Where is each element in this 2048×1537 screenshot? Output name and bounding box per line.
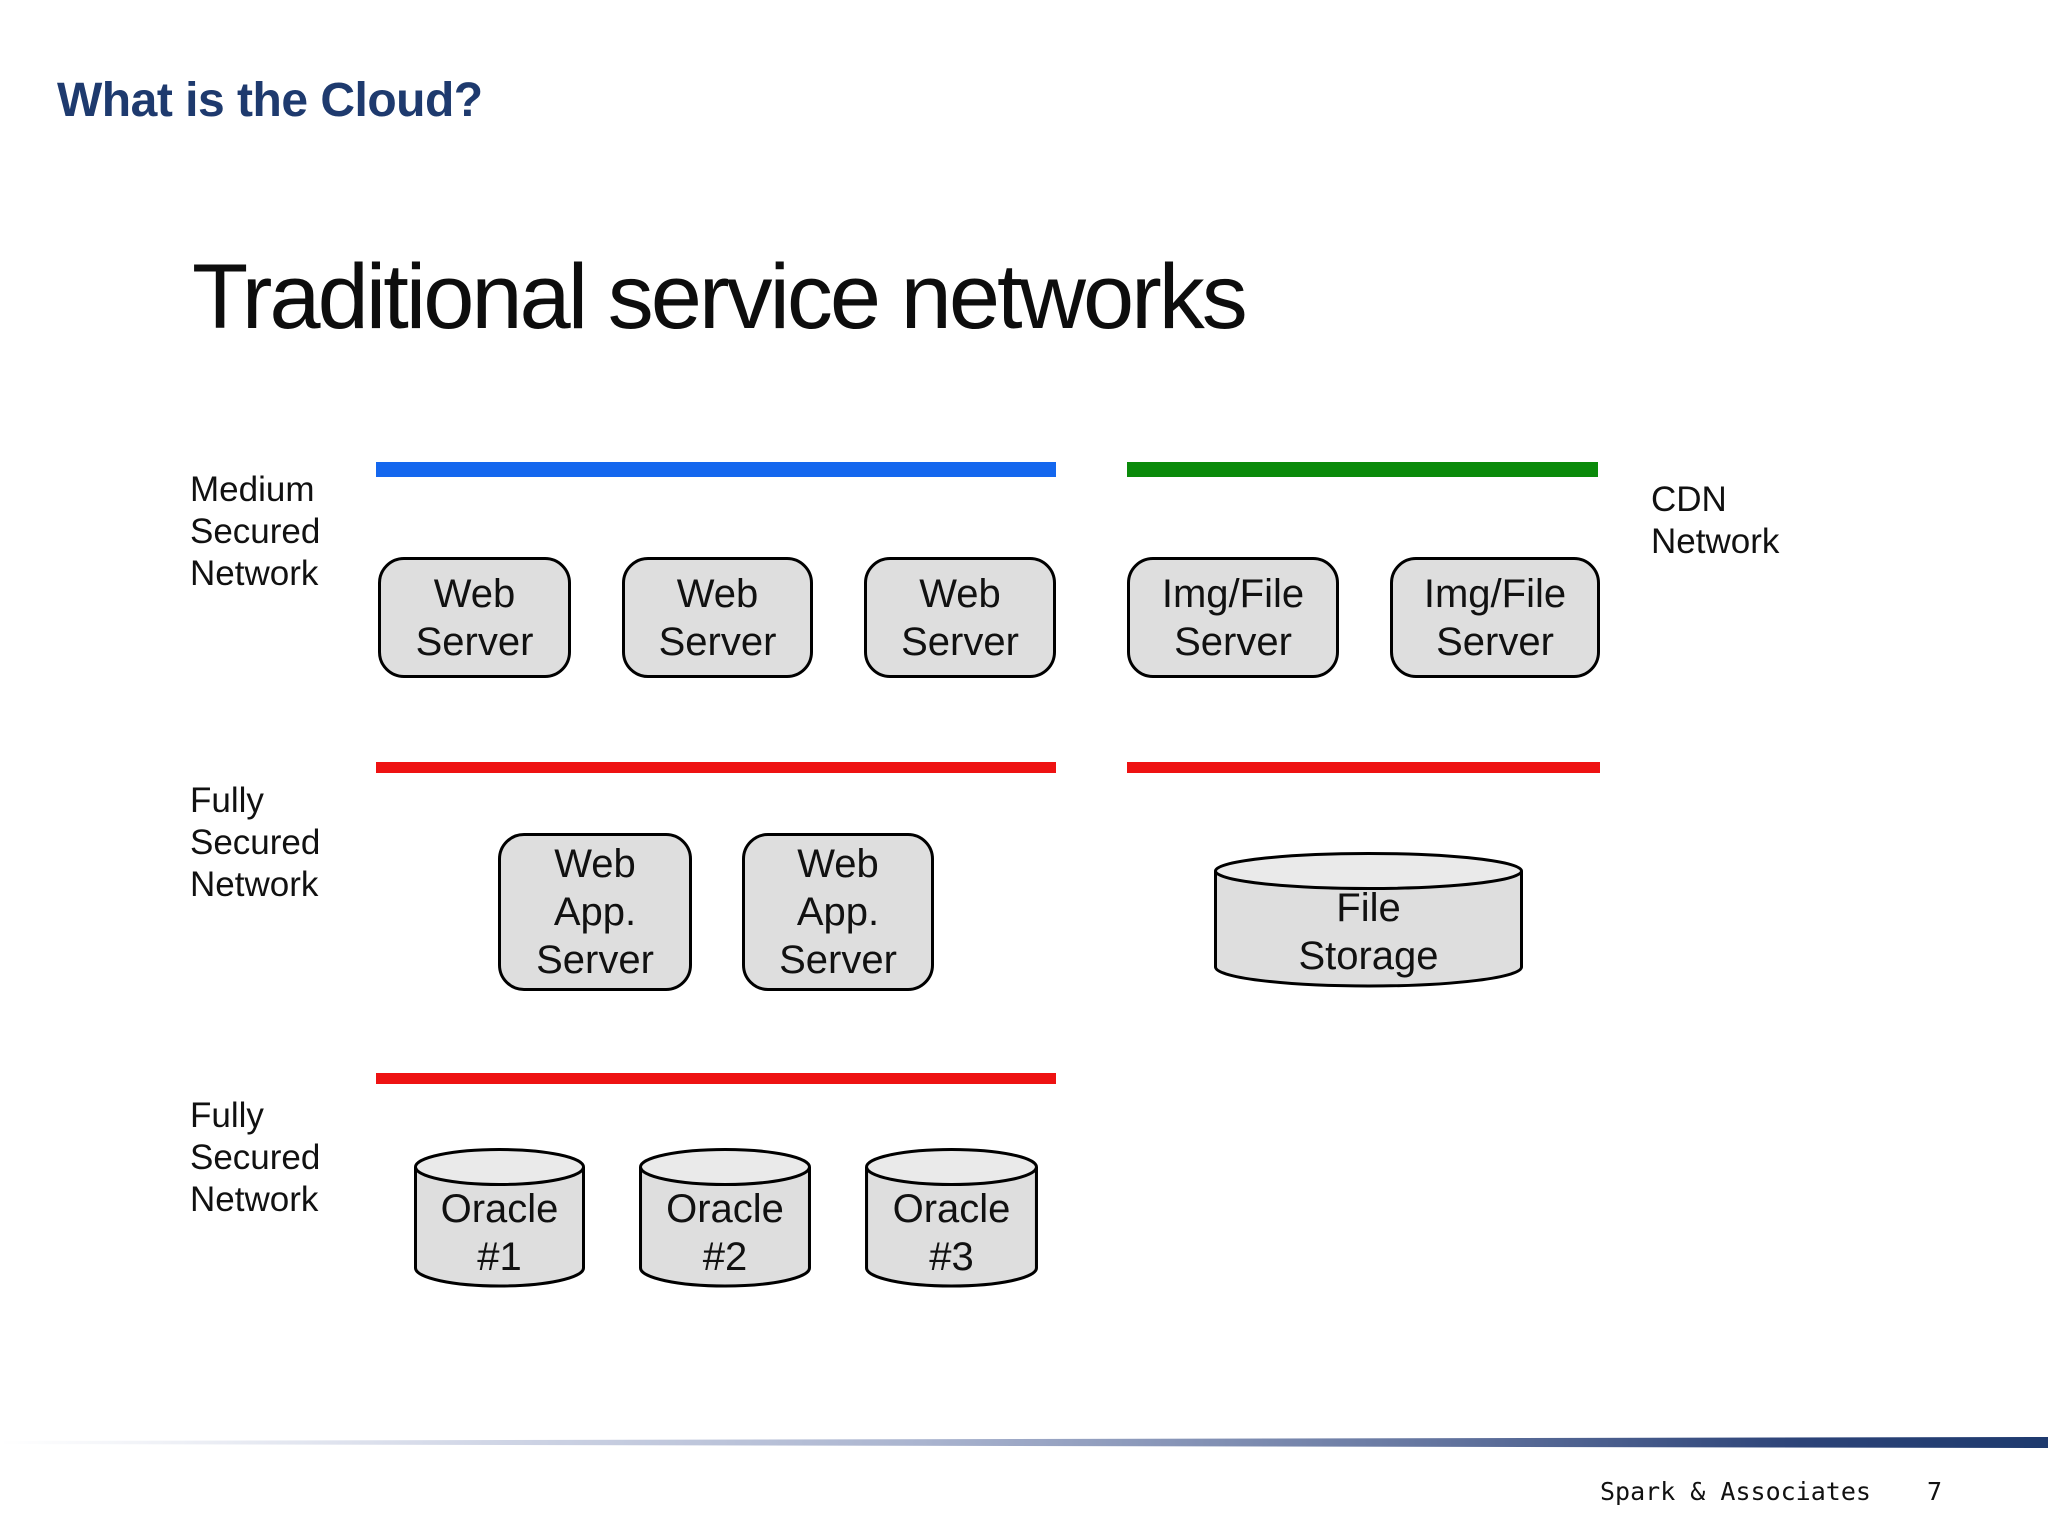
node-web-app-server-2: Web App. Server: [742, 833, 934, 991]
node-file-storage: File Storage: [1212, 850, 1525, 990]
fully-secured-network-bar-left: [376, 762, 1056, 773]
oracle-1-cylinder-icon: [414, 1148, 585, 1288]
footer-divider-rule: [0, 1437, 2048, 1448]
page-title: Traditional service networks: [192, 246, 1248, 348]
file-storage-cylinder-icon: [1214, 852, 1523, 988]
fully-secured-network-bar-right: [1127, 762, 1600, 773]
oracle-1-label: Oracle #1: [440, 1187, 559, 1279]
file-storage-label: File Storage: [1298, 886, 1439, 978]
node-oracle-1: Oracle #1: [412, 1146, 587, 1290]
medium-secured-network-bar: [376, 462, 1056, 477]
footer-company: Spark & Associates: [1600, 1477, 1871, 1506]
oracle-2-cylinder-icon: [639, 1148, 811, 1288]
node-web-server-3: Web Server: [864, 557, 1056, 678]
node-img-file-server-2: Img/File Server: [1390, 557, 1600, 678]
node-img-file-server-1: Img/File Server: [1127, 557, 1339, 678]
zone-label-fully-secured-network-app: Fully Secured Network: [190, 781, 321, 904]
node-web-server-1: Web Server: [378, 557, 571, 678]
node-web-server-2: Web Server: [622, 557, 813, 678]
slide-header: What is the Cloud?: [57, 74, 483, 127]
footer-page-number: 7: [1926, 1477, 1942, 1506]
cdn-network-bar: [1127, 462, 1598, 477]
zone-label-medium-secured-network: Medium Secured Network: [190, 470, 321, 593]
node-web-app-server-1: Web App. Server: [498, 833, 692, 991]
fully-secured-db-network-bar: [376, 1073, 1056, 1084]
node-oracle-3: Oracle #3: [863, 1146, 1040, 1290]
oracle-3-label: Oracle #3: [892, 1187, 1011, 1279]
oracle-2-label: Oracle #2: [666, 1187, 784, 1279]
zone-label-cdn-network: CDN Network: [1651, 480, 1780, 561]
node-oracle-2: Oracle #2: [637, 1146, 813, 1290]
oracle-3-cylinder-icon: [865, 1148, 1038, 1288]
zone-label-fully-secured-network-db: Fully Secured Network: [190, 1096, 321, 1219]
footer: Spark & Associates 7: [1600, 1477, 1942, 1507]
